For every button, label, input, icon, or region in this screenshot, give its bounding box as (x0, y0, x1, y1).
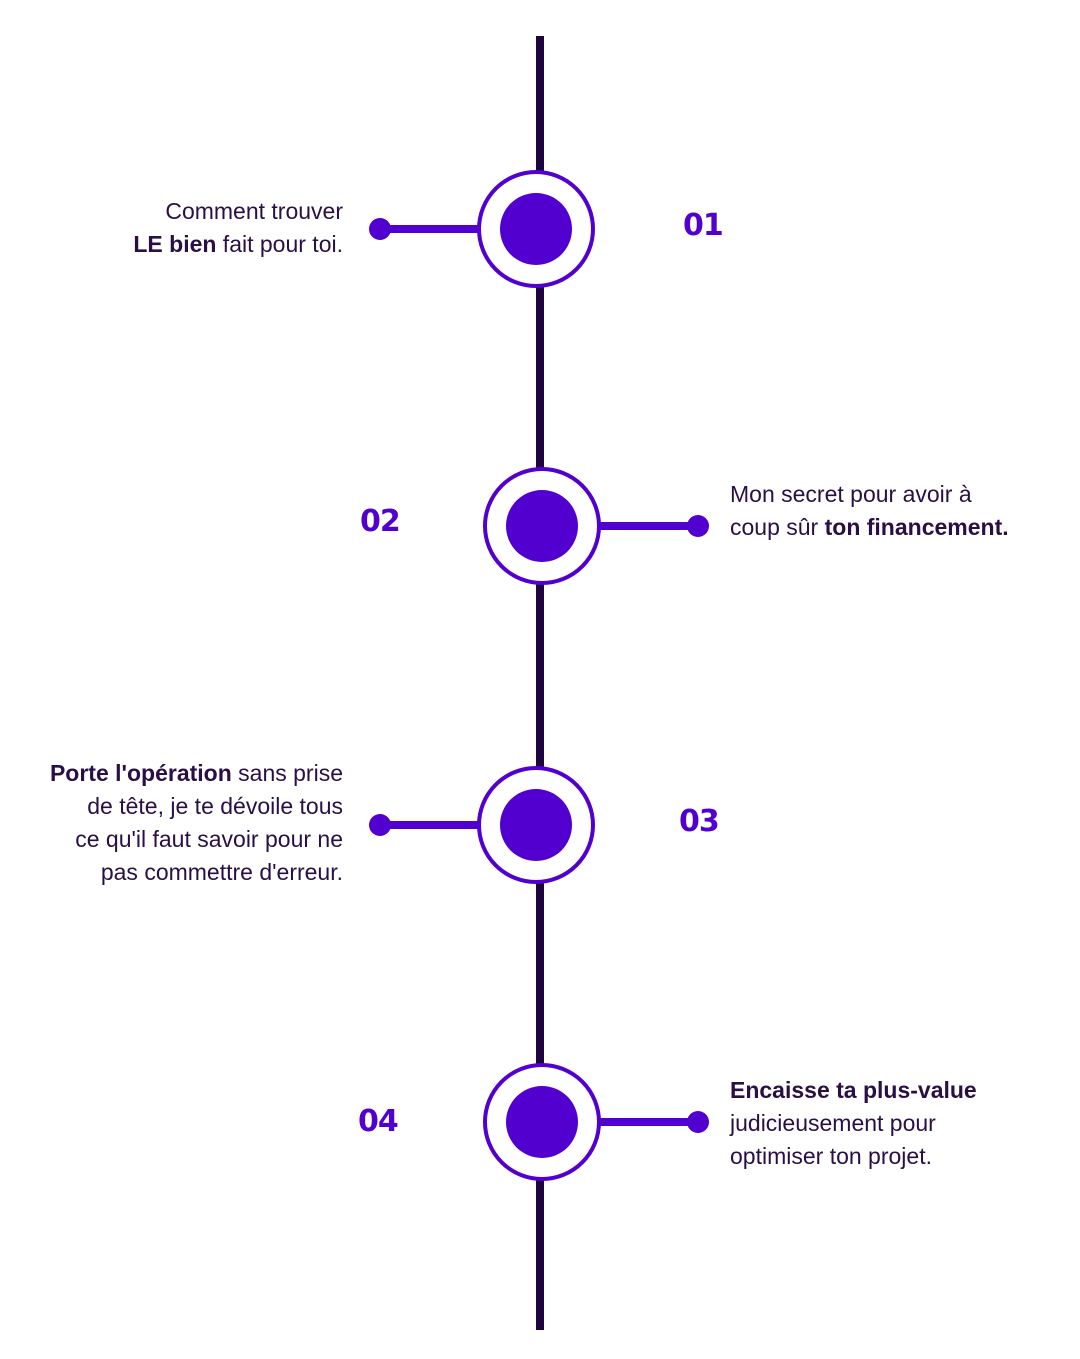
step-1-line-1: Comment trouver (165, 198, 343, 224)
step-1-marker (369, 170, 595, 288)
step-4-highlight: Encaisse ta plus-value (730, 1077, 977, 1103)
step-1-connector-dot (369, 218, 391, 240)
step-1-highlight: LE bien (133, 231, 217, 257)
step-2-description: Mon secret pour avoir à coup sûr ton fin… (730, 478, 1009, 544)
step-3-number: 03 (679, 804, 720, 839)
step-2-marker (483, 467, 709, 585)
step-4-line-3: optimiser ton projet. (730, 1143, 932, 1169)
step-2-line-1: Mon secret pour avoir à (730, 481, 972, 507)
step-4-line-2: judicieusement pour (730, 1110, 936, 1136)
step-1-line-2: fait pour toi. (216, 231, 343, 257)
step-2-number: 02 (360, 504, 401, 539)
step-1-number: 01 (683, 208, 724, 243)
step-3-connector-dot (369, 814, 391, 836)
step-2-line-2: coup sûr (730, 514, 825, 540)
step-4-node (506, 1086, 578, 1158)
step-4-number: 04 (358, 1104, 399, 1139)
step-4-marker (483, 1063, 709, 1181)
step-1-description: Comment trouver LE bien fait pour toi. (133, 195, 343, 261)
step-3-line-2: de tête, je te dévoile tous (87, 793, 343, 819)
step-3-line-4: pas commettre d'erreur. (100, 859, 343, 885)
step-4-description: Encaisse ta plus-value judicieusement po… (730, 1074, 977, 1173)
step-4-connector-dot (687, 1111, 709, 1133)
step-3-description: Porte l'opération sans prise de tête, je… (50, 757, 343, 889)
step-3-marker (369, 766, 595, 884)
step-3-line-3: ce qu'il faut savoir pour ne (75, 826, 343, 852)
step-2-connector-dot (687, 515, 709, 537)
step-2-highlight: ton financement. (824, 514, 1009, 540)
step-2-node (506, 490, 578, 562)
step-3-highlight: Porte l'opération (49, 760, 232, 786)
step-1-node (500, 193, 572, 265)
step-3-line-1: sans prise (231, 760, 343, 786)
step-3-node (500, 789, 572, 861)
